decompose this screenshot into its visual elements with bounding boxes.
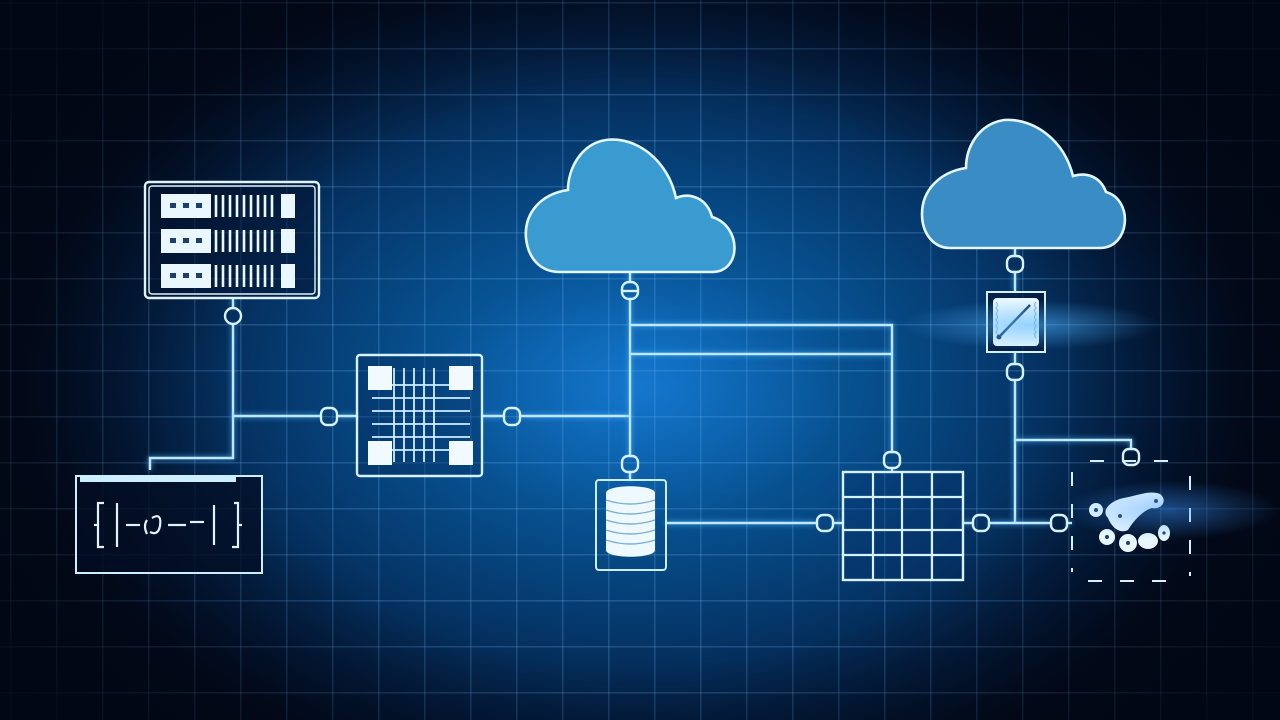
cloud-icon [920, 118, 1127, 250]
line-chart-icon [986, 291, 1046, 353]
circuit-chip-icon [355, 353, 484, 478]
code-brackets-icon [75, 475, 263, 574]
port-node [1049, 513, 1069, 533]
port-node [620, 454, 640, 474]
port-node [223, 306, 243, 326]
molecule-icon [1071, 460, 1191, 582]
connector-lines [148, 248, 1133, 525]
port-node [502, 406, 522, 427]
port-node [882, 450, 902, 470]
database-icon [595, 479, 667, 571]
table-grid-icon [841, 470, 965, 582]
server-rack-icon [143, 180, 321, 300]
port-node [815, 513, 835, 533]
port-node [319, 406, 339, 427]
port-node [971, 513, 991, 533]
port-nodes [223, 254, 1141, 533]
port-node [1005, 254, 1025, 274]
port-node [1121, 447, 1141, 467]
cloud-icon [524, 138, 736, 274]
port-node [1005, 362, 1025, 382]
